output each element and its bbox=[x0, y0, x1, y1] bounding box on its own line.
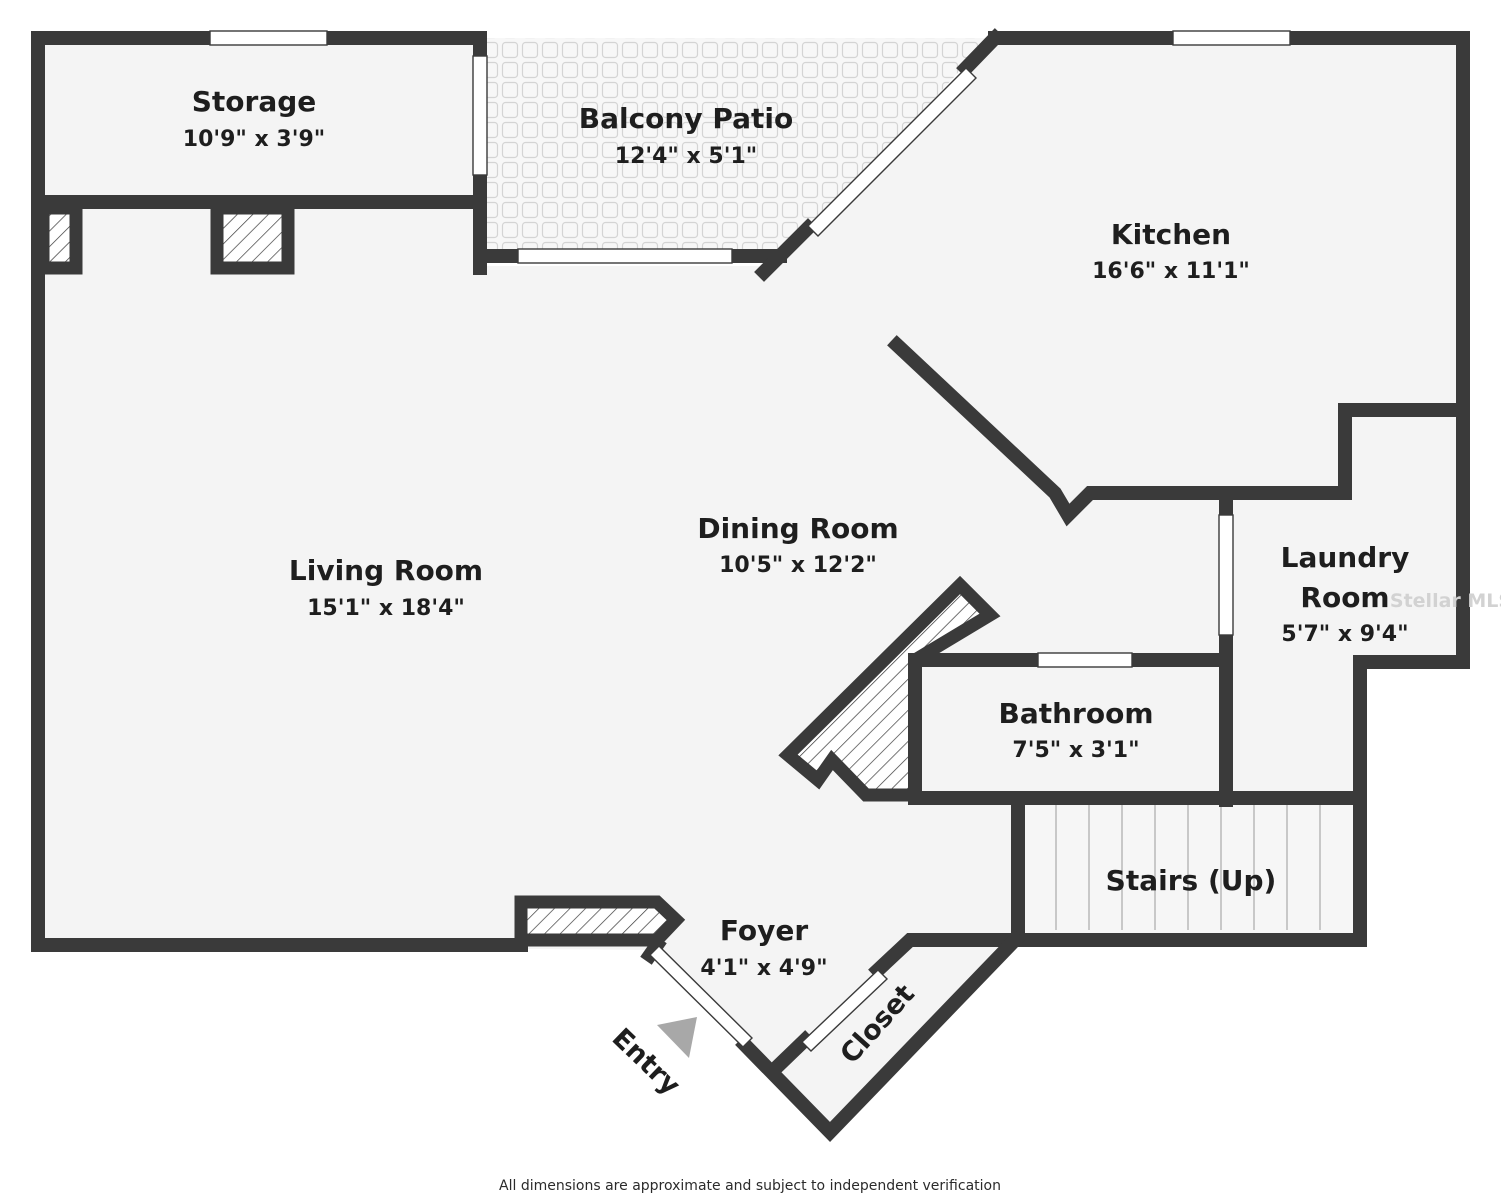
storage-floor bbox=[38, 38, 480, 202]
laundry-dim: 5'7" x 9'4" bbox=[1281, 622, 1408, 647]
foyer-dim: 4'1" x 4'9" bbox=[700, 956, 827, 981]
storage-name: Storage bbox=[192, 85, 317, 118]
column-mid bbox=[210, 201, 295, 275]
wall-foyer-bottom bbox=[735, 930, 1025, 1143]
footer-note: All dimensions are approximate and subje… bbox=[499, 1178, 1001, 1194]
kitchen-dim: 16'6" x 11'1" bbox=[1092, 259, 1250, 284]
dining-name: Dining Room bbox=[697, 512, 898, 545]
balcony-name: Balcony Patio bbox=[579, 102, 793, 135]
door-closet bbox=[800, 969, 889, 1052]
windows bbox=[209, 30, 1291, 1052]
entry-arrow-icon bbox=[657, 1017, 697, 1058]
opening-balcony-bottom bbox=[517, 248, 733, 264]
laundry-name-line1: Laundry bbox=[1281, 541, 1410, 574]
stairs-floor bbox=[1018, 800, 1360, 934]
wall-kitchen-diag bbox=[887, 335, 1470, 527]
opening-balcony-diag bbox=[807, 67, 977, 237]
window-storage-top bbox=[209, 30, 328, 46]
dining-dim: 10'5" x 12'2" bbox=[719, 553, 877, 578]
stairs-name: Stairs (Up) bbox=[1106, 864, 1277, 897]
opening-laundry bbox=[1218, 514, 1234, 636]
storage-dim: 10'9" x 3'9" bbox=[183, 127, 325, 152]
opening-storage-balcony bbox=[472, 55, 488, 176]
wall-outer-left bbox=[31, 31, 487, 952]
living-dim: 15'1" x 18'4" bbox=[307, 596, 465, 621]
planter-foyer bbox=[514, 895, 686, 947]
wall-bathroom-top-left bbox=[908, 653, 1367, 805]
wall-balcony-diag-bottom bbox=[754, 218, 818, 282]
living-name: Living Room bbox=[289, 554, 483, 587]
balcony-dim: 12'4" x 5'1" bbox=[615, 144, 757, 169]
bathroom-name: Bathroom bbox=[998, 697, 1153, 730]
wall-outer-right bbox=[868, 31, 1470, 980]
bathroom-dim: 7'5" x 3'1" bbox=[1012, 738, 1139, 763]
walls bbox=[31, 28, 1470, 1143]
foyer-name: Foyer bbox=[720, 914, 808, 947]
watermark: Stellar MLS bbox=[1390, 590, 1501, 612]
window-kitchen-top bbox=[1172, 30, 1291, 46]
laundry-name-line2: Room bbox=[1300, 581, 1389, 614]
wall-closet-stub bbox=[768, 1030, 815, 1076]
closet-floor bbox=[775, 940, 1015, 1132]
floor-fills bbox=[38, 38, 1463, 1132]
hatched-columns bbox=[36, 201, 1001, 947]
column-left bbox=[36, 201, 83, 275]
door-entry bbox=[649, 945, 753, 1048]
balcony-floor bbox=[480, 38, 990, 255]
opening-bathroom bbox=[1037, 652, 1133, 668]
kitchen-name: Kitchen bbox=[1111, 218, 1231, 251]
